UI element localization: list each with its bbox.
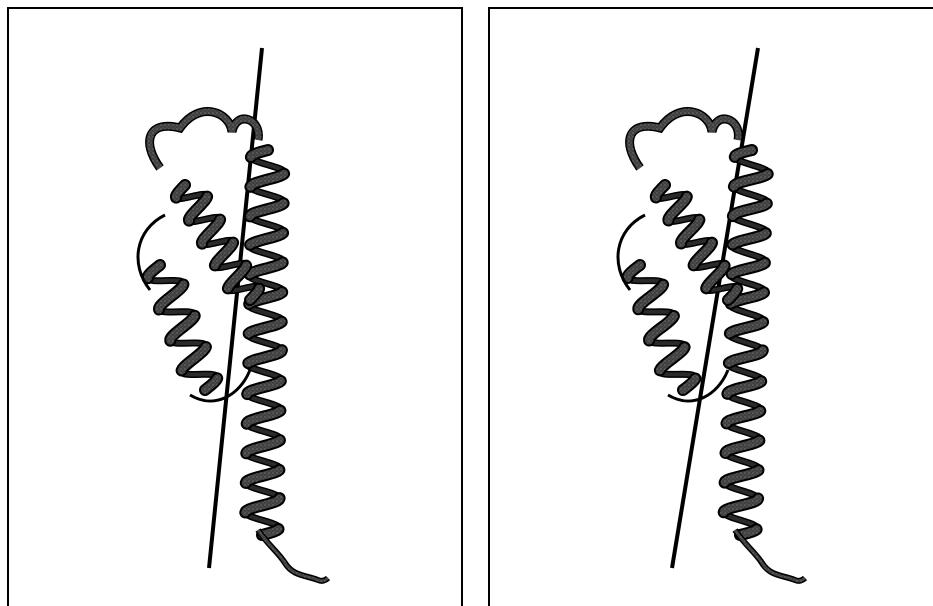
left-stereo-panel bbox=[8, 8, 462, 606]
left-outer-helix bbox=[148, 265, 217, 390]
left-top-loop-fill bbox=[150, 112, 259, 168]
left-long-helix bbox=[245, 150, 284, 535]
right-panel-frame bbox=[489, 8, 933, 606]
right-stereo-panel bbox=[489, 8, 933, 606]
left-protein-structure bbox=[138, 48, 328, 581]
right-protein-structure bbox=[618, 48, 805, 581]
right-outer-helix bbox=[628, 265, 696, 390]
right-top-loop-fill bbox=[630, 112, 739, 168]
